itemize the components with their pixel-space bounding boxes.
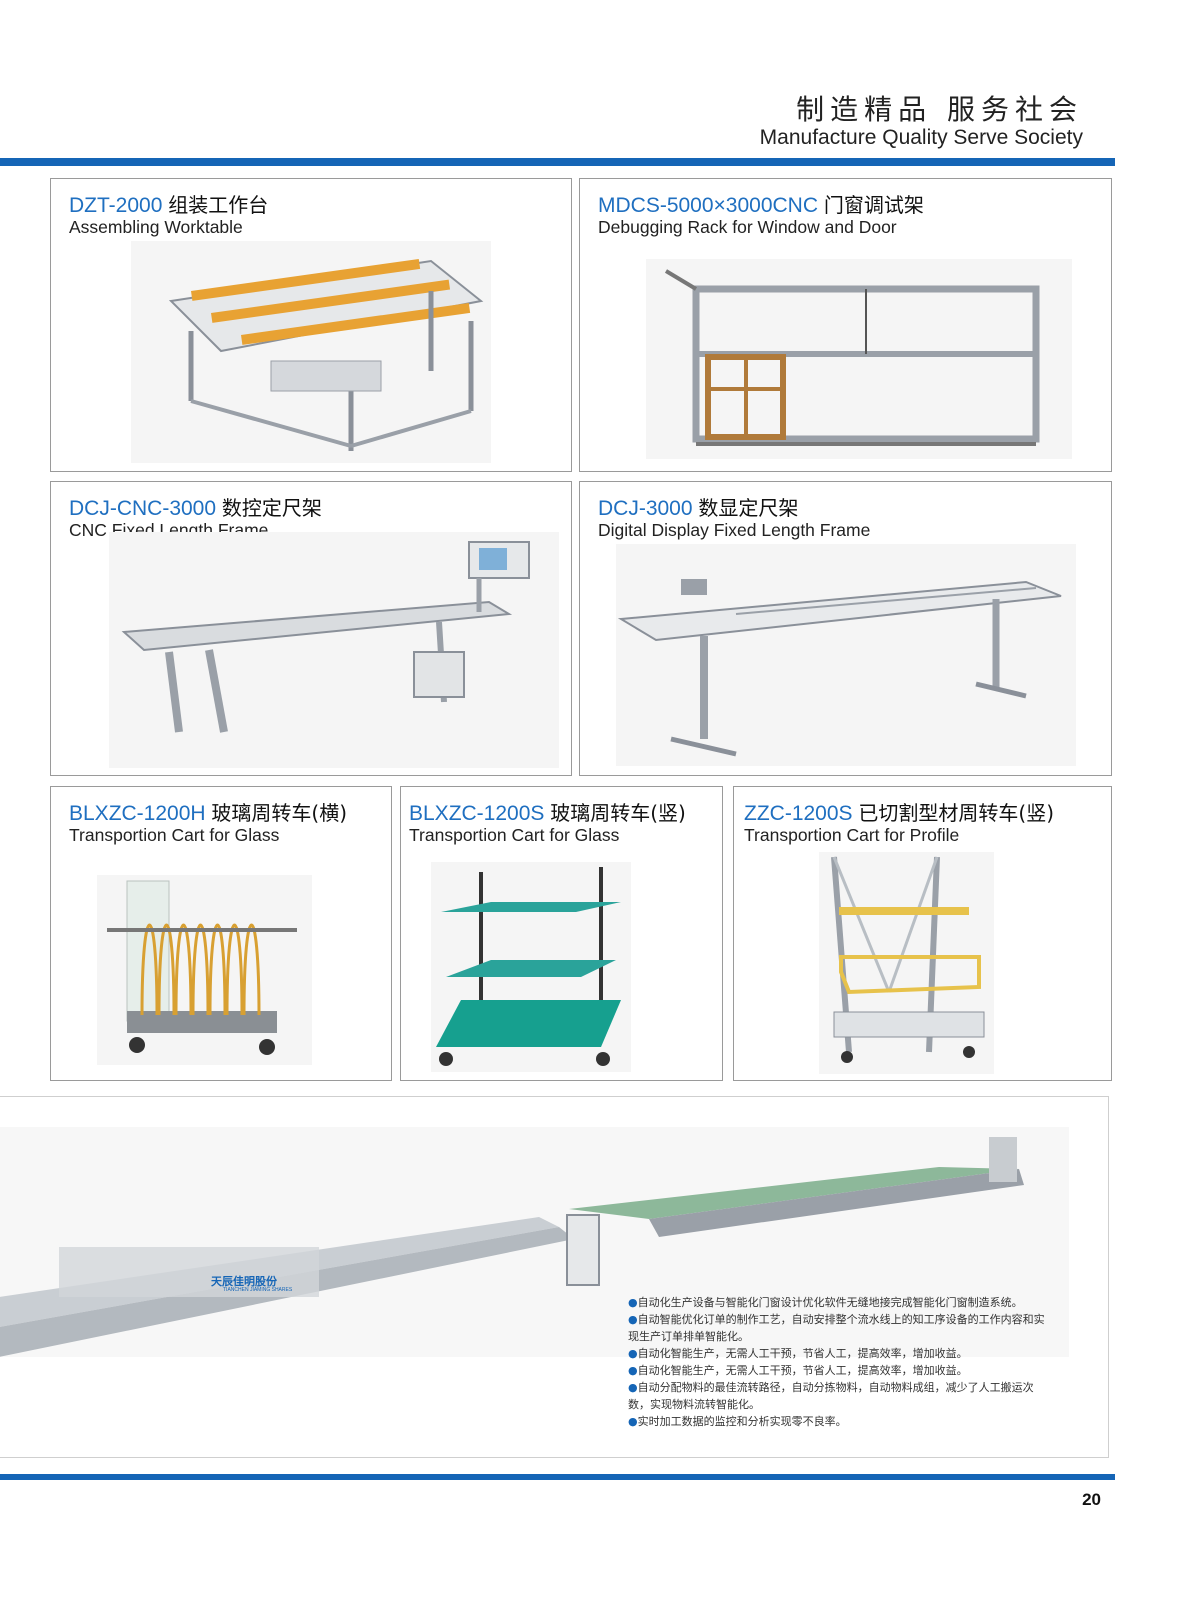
product-name-en: Transportion Cart for Glass — [69, 825, 280, 845]
production-line-section: 天辰佳明股份 TIANCHEN JIAMING SHARES — [0, 1096, 1109, 1458]
product-name-cn: 玻璃周转车(竖) — [550, 801, 686, 825]
product-model: DZT-2000 — [69, 194, 163, 217]
top-rule — [0, 158, 1115, 166]
bullet-icon: ● — [628, 1296, 638, 1309]
feature-item: ●自动分配物料的最佳流转路径，自动分拣物料，自动物料成组，减少了人工搬运次数，实… — [628, 1381, 1034, 1411]
bullet-icon: ● — [628, 1415, 638, 1428]
product-model: MDCS-5000×3000CNC — [598, 194, 819, 217]
product-title: BLXZC-1200H 玻璃周转车(横) — [69, 797, 347, 826]
product-model: DCJ-3000 — [598, 497, 693, 520]
product-title: BLXZC-1200S 玻璃周转车(竖) — [409, 797, 686, 826]
product-title: DCJ-CNC-3000 数控定尺架 — [69, 492, 322, 521]
product-title: ZZC-1200S 已切割型材周转车(竖) — [744, 797, 1054, 826]
feature-item: ●自动智能优化订单的制作工艺，自动安排整个流水线上的知工序设备的工作内容和实现生… — [628, 1313, 1045, 1343]
bullet-icon: ● — [628, 1313, 638, 1326]
production-line-image — [0, 1127, 1069, 1357]
product-title: DCJ-3000 数显定尺架 — [598, 492, 798, 521]
product-title: MDCS-5000×3000CNC 门窗调试架 — [598, 189, 924, 218]
bullet-icon: ● — [628, 1381, 638, 1394]
product-panel-cnc-fixed-length-frame: DCJ-CNC-3000 数控定尺架 CNC Fixed Length Fram… — [50, 481, 572, 776]
company-logo-text: 天辰佳明股份 — [211, 1275, 277, 1288]
feature-item: ●自动化智能生产，无需人工干预，节省人工，提高效率，增加收益。 — [628, 1347, 968, 1360]
product-name-cn: 玻璃周转车(横) — [211, 801, 348, 825]
company-logo-text-en: TIANCHEN JIAMING SHARES — [223, 1287, 293, 1293]
bottom-rule — [0, 1474, 1115, 1480]
profile-cart-image — [819, 852, 994, 1074]
product-name-cn: 组装工作台 — [168, 193, 269, 217]
product-name-cn: 数控定尺架 — [221, 496, 322, 520]
product-panel-digital-display-frame: DCJ-3000 数显定尺架 Digital Display Fixed Len… — [579, 481, 1112, 776]
product-model: BLXZC-1200S — [409, 802, 545, 825]
product-name-en: Transportion Cart for Profile — [744, 825, 960, 845]
product-panel-debugging-rack: MDCS-5000×3000CNC 门窗调试架 Debugging Rack f… — [579, 178, 1112, 472]
product-name-cn: 已切割型材周转车(竖) — [858, 801, 1054, 825]
feature-item: ●自动化智能生产，无需人工干预，节省人工，提高效率，增加收益。 — [628, 1364, 968, 1377]
product-model: ZZC-1200S — [744, 802, 853, 825]
page-number: 20 — [1082, 1490, 1101, 1509]
product-model: DCJ-CNC-3000 — [69, 497, 217, 520]
debugging-rack-image — [646, 259, 1072, 459]
digital-display-frame-image — [616, 544, 1076, 766]
product-name-en: Assembling Worktable — [69, 217, 243, 237]
product-model: BLXZC-1200H — [69, 802, 206, 825]
header-title-en: Manufacture Quality Serve Society — [759, 126, 1083, 149]
product-name-cn: 门窗调试架 — [823, 193, 924, 217]
product-name-en: Transportion Cart for Glass — [409, 825, 620, 845]
product-panel-profile-cart: ZZC-1200S 已切割型材周转车(竖) Transportion Cart … — [733, 786, 1112, 1081]
product-panel-glass-cart-horizontal: BLXZC-1200H 玻璃周转车(横) Transportion Cart f… — [50, 786, 392, 1081]
glass-cart-vertical-image — [431, 862, 631, 1072]
bullet-icon: ● — [628, 1347, 638, 1360]
cnc-fixed-length-frame-image — [109, 532, 559, 768]
header-title-cn: 制造精品 服务社会 — [796, 93, 1083, 126]
feature-list: ●自动化生产设备与智能化门窗设计优化软件无缝地接完成智能化门窗制造系统。 ●自动… — [628, 1294, 1048, 1430]
glass-cart-horizontal-image — [97, 875, 312, 1065]
product-title: DZT-2000 组装工作台 — [69, 189, 268, 218]
product-name-en: Digital Display Fixed Length Frame — [598, 520, 871, 540]
feature-item: ●实时加工数据的监控和分析实现零不良率。 — [628, 1415, 847, 1428]
product-name-cn: 数显定尺架 — [698, 496, 799, 520]
bullet-icon: ● — [628, 1364, 638, 1377]
product-panel-glass-cart-vertical: BLXZC-1200S 玻璃周转车(竖) Transportion Cart f… — [400, 786, 723, 1081]
feature-item: ●自动化生产设备与智能化门窗设计优化软件无缝地接完成智能化门窗制造系统。 — [628, 1296, 1023, 1309]
product-panel-assembling-worktable: DZT-2000 组装工作台 Assembling Worktable — [50, 178, 572, 472]
assembling-worktable-image — [131, 241, 491, 463]
product-name-en: Debugging Rack for Window and Door — [598, 217, 897, 237]
